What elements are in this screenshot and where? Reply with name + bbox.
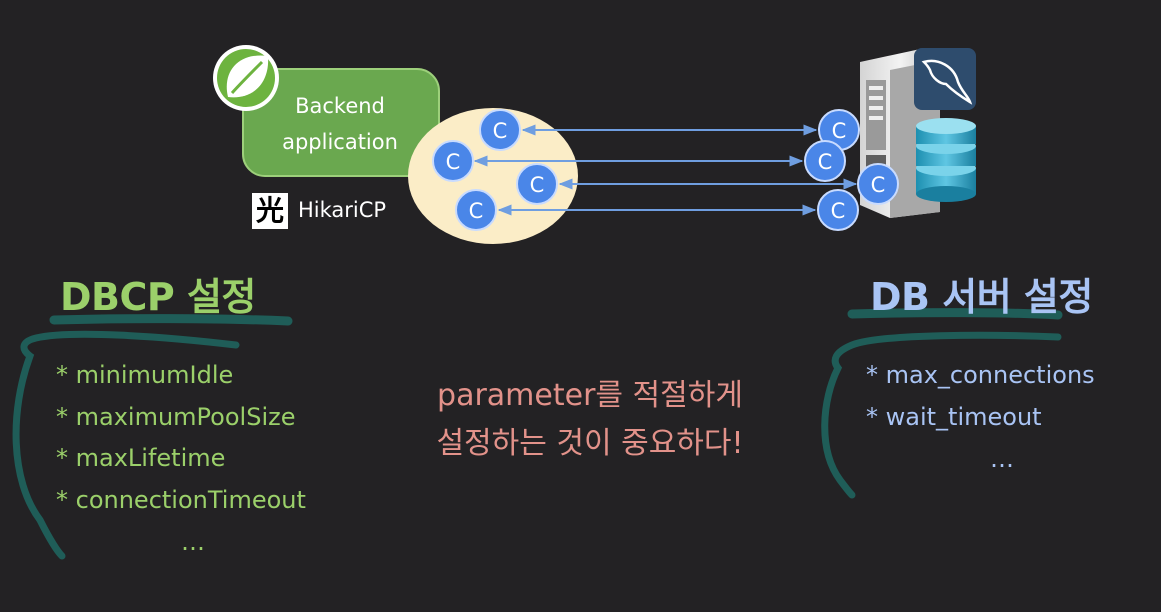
backend-application-box bbox=[242, 68, 440, 177]
dbcp-settings-title: DBCP 설정 bbox=[60, 275, 256, 319]
dbcp-setting-item: * minimumIdle bbox=[56, 361, 234, 389]
center-message: parameter를 적절하게 설정하는 것이 중요하다! bbox=[405, 372, 775, 468]
center-message-line2: 설정하는 것이 중요하다! bbox=[436, 426, 744, 461]
db-title-underline bbox=[847, 308, 1063, 320]
database-cylinder-icon bbox=[916, 118, 976, 202]
center-message-line1: parameter를 적절하게 bbox=[437, 378, 743, 413]
dbcp-setting-item: * maxLifetime bbox=[56, 444, 226, 472]
svg-text:C: C bbox=[832, 119, 847, 143]
svg-text:C: C bbox=[818, 150, 833, 174]
svg-text:C: C bbox=[446, 150, 461, 174]
dbcp-setting-item: * connectionTimeout bbox=[56, 485, 306, 514]
backend-application-label: Backend application bbox=[255, 88, 425, 160]
db-server-setting-item: * max_connections bbox=[866, 361, 1095, 389]
connection-node-icon: C bbox=[432, 140, 474, 182]
dbcp-settings-list: * minimumIdle * maximumPoolSize * maxLif… bbox=[56, 355, 306, 521]
svg-text:C: C bbox=[871, 173, 886, 197]
hikaricp-label: HikariCP bbox=[298, 198, 387, 222]
db-server-ellipsis: … bbox=[990, 445, 1014, 473]
connection-node-icon: C bbox=[817, 189, 859, 231]
app-label-line2: application bbox=[282, 130, 398, 154]
hikaricp-logo-icon: 光 bbox=[252, 193, 288, 229]
svg-text:C: C bbox=[493, 119, 508, 143]
connection-node-icon: C bbox=[804, 140, 846, 182]
db-server-settings-title: DB 서버 설정 bbox=[870, 275, 1093, 319]
connection-node-icon: C bbox=[479, 109, 521, 151]
svg-text:C: C bbox=[469, 199, 484, 223]
db-server-settings-list: * max_connections * wait_timeout bbox=[866, 355, 1095, 438]
svg-text:C: C bbox=[831, 199, 846, 223]
svg-text:C: C bbox=[530, 173, 545, 197]
dbcp-setting-item: * maximumPoolSize bbox=[56, 402, 296, 431]
dbcp-bracket-stroke bbox=[12, 330, 240, 560]
connection-node-icon: C bbox=[857, 163, 899, 205]
spring-leaf-icon bbox=[213, 45, 279, 111]
connection-node-icon: C bbox=[455, 189, 497, 231]
mysql-dolphin-icon bbox=[914, 48, 976, 110]
dbcp-title-underline bbox=[49, 314, 293, 326]
dbcp-ellipsis: … bbox=[181, 528, 205, 556]
connection-node-icon: C bbox=[516, 163, 558, 205]
app-label-line1: Backend bbox=[295, 94, 385, 118]
db-server-setting-item: * wait_timeout bbox=[866, 402, 1042, 431]
db-bracket-stroke bbox=[821, 331, 1062, 499]
